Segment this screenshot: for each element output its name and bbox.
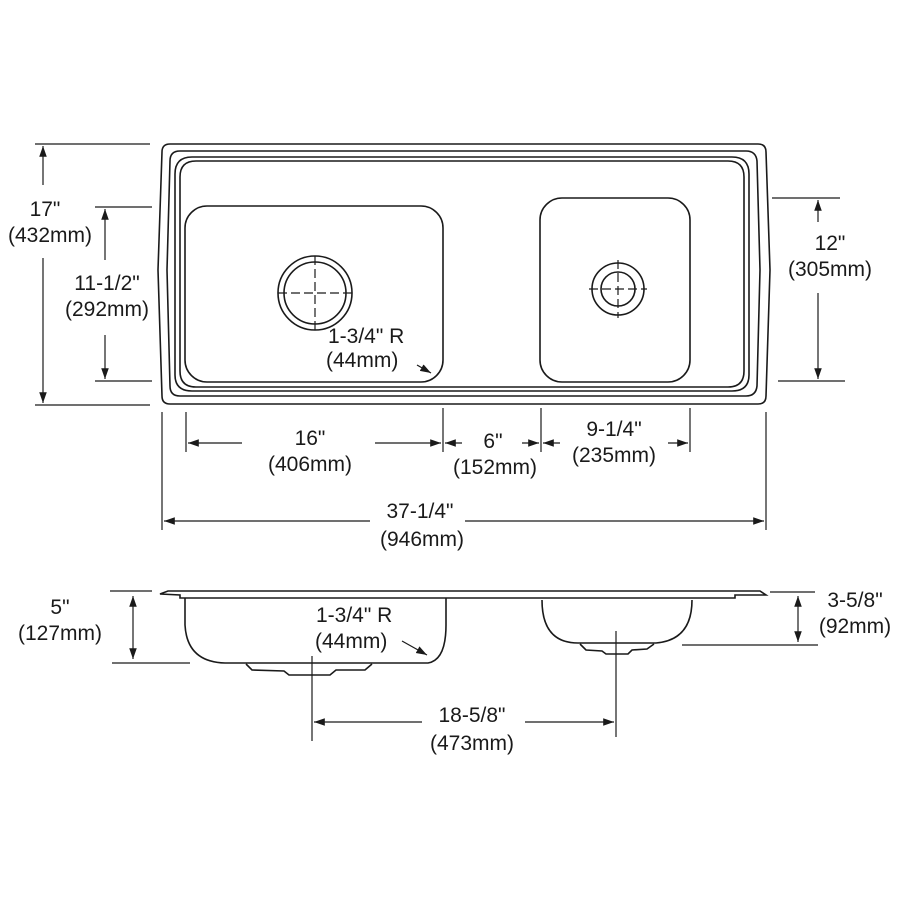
drain-distance-label: 18-5/8"	[439, 704, 506, 727]
side-right-drain	[579, 643, 655, 655]
side-deck	[159, 590, 769, 599]
sink-outer-rim	[157, 143, 771, 405]
side-view: 5" (127mm) 3-5/8" (92mm) 1-3/4" R (44mm)…	[18, 589, 891, 755]
radius-leader-top	[416, 364, 432, 374]
overall-depth-label: 17"	[30, 198, 61, 221]
left-bowl-depth-label-mm: (292mm)	[65, 298, 149, 321]
right-bowl-width-label-mm: (235mm)	[572, 444, 656, 467]
left-depth-label-mm: (127mm)	[18, 622, 102, 645]
side-left-bowl	[184, 598, 447, 664]
left-drain-icon	[277, 255, 353, 331]
divider-width-label: 6"	[483, 430, 502, 453]
right-bowl-depth-label-mm: (305mm)	[788, 258, 872, 281]
left-depth-label: 5"	[50, 596, 69, 619]
overall-depth-label-mm: (432mm)	[8, 224, 92, 247]
drain-distance-label-mm: (473mm)	[430, 732, 514, 755]
sink-inner-rim-1	[166, 150, 761, 397]
top-view: 1-3/4" R (44mm) 17" (432mm) 11-1/2" (292…	[8, 143, 872, 551]
right-bowl	[539, 197, 691, 383]
divider-width-label-mm: (152mm)	[453, 456, 537, 479]
left-bowl-width-label: 16"	[295, 427, 326, 450]
radius-label-side-mm: (44mm)	[315, 630, 387, 653]
sink-inner-rim-2	[174, 156, 750, 392]
radius-label-top: 1-3/4" R	[328, 325, 404, 348]
radius-leader-side	[401, 640, 428, 656]
side-right-bowl	[541, 599, 693, 644]
left-bowl	[184, 205, 444, 383]
left-bowl-width-label-mm: (406mm)	[268, 453, 352, 476]
right-drain-icon	[589, 260, 647, 318]
left-bowl-depth-label: 11-1/2"	[74, 272, 139, 295]
right-bowl-depth-label: 12"	[815, 232, 846, 255]
right-depth-label-mm: (92mm)	[819, 615, 891, 638]
radius-label-side: 1-3/4" R	[316, 604, 392, 627]
side-left-drain	[245, 663, 373, 676]
sink-inner-rim-3	[179, 160, 745, 388]
overall-width-label: 37-1/4"	[387, 500, 454, 523]
right-bowl-width-label: 9-1/4"	[586, 418, 641, 441]
radius-label-top-mm: (44mm)	[326, 349, 398, 372]
right-depth-label: 3-5/8"	[827, 589, 882, 612]
overall-width-label-mm: (946mm)	[380, 528, 464, 551]
